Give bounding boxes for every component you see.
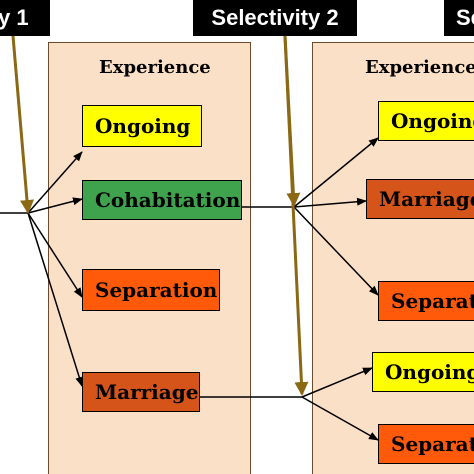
stage-1-node-separation-label: Separation [95,278,218,302]
stage-2-node-separation-b: Separation [378,424,474,464]
stage-1-node-separation: Separation [82,269,220,311]
selectivity-3-label: Selectivity 3 [444,0,474,36]
connector-to-marriage-2 [293,197,367,208]
stage-2-node-separation-a: Separation [378,281,474,321]
stage-1-node-cohabitation: Cohabitation [82,180,242,220]
connector-to-cohabitation-1 [27,197,83,214]
connector-to-separation-1 [27,212,83,298]
connector-to-ongoing-3 [301,367,373,398]
selectivity-1-label: Selectivity 1 [0,0,50,36]
stage-1-node-marriage-label: Marriage [95,380,199,404]
selectivity-3-text: Selectivity 3 [456,5,474,30]
stage-2-node-ongoing-a-label: Ongoing [391,109,474,133]
selectivity-2-label: Selectivity 2 [193,0,357,36]
stage-2-node-marriage-label: Marriage [379,187,474,211]
stage-2-node-separation-a-label: Separation [391,289,474,313]
connector-to-ongoing-2 [293,137,379,208]
stage-1-node-ongoing-label: Ongoing [95,114,191,138]
connector-to-separation-3 [301,396,379,441]
stage-1-node-ongoing: Ongoing [82,105,202,147]
stage-1-node-marriage: Marriage [82,372,200,412]
stage-2-title: Experience [365,57,474,78]
stage-2-node-ongoing-b-label: Ongoing [385,360,474,384]
stage-2-node-separation-b-label: Separation [391,432,474,456]
selectivity-2-arrow-b [283,35,309,396]
stage-2-node-ongoing-a: Ongoing [378,101,474,141]
connector-to-separation-2 [293,206,379,296]
selectivity-1-arrow [11,35,34,214]
stage-1-title: Experience [99,57,211,78]
connector-to-ongoing-1 [27,151,83,214]
selectivity-2-text: Selectivity 2 [211,5,339,30]
selectivity-1-text: Selectivity 1 [0,5,29,30]
stage-1-node-cohabitation-label: Cohabitation [95,188,241,212]
stage-2-node-ongoing-b: Ongoing [372,352,474,392]
connector-to-marriage-1 [27,212,84,387]
stage-2-node-marriage: Marriage [366,179,474,219]
